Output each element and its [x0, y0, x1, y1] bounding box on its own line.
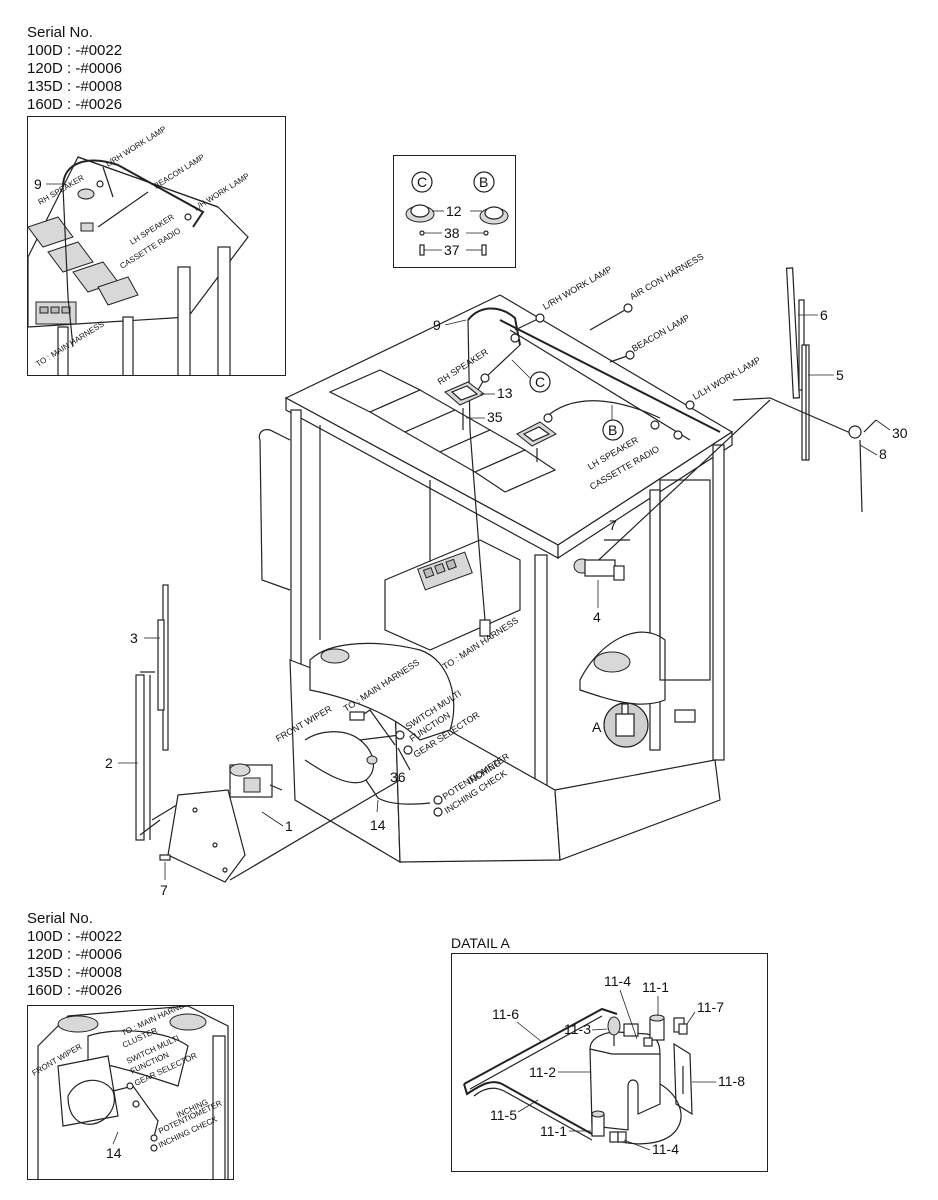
inset-roof-drawing: 9 L/RH WORK LAMP RH SPEAKER BEACON LAMP … — [28, 124, 251, 375]
callout-35: 35 — [487, 409, 503, 425]
callout-7-front: 7 — [160, 882, 168, 898]
callout-11-1-top: 11-1 — [642, 979, 669, 995]
detail-a-title: DATAIL A — [451, 935, 510, 951]
callout-38: 38 — [444, 225, 460, 241]
roof-panels — [328, 369, 557, 493]
serial-line: 120D : -#0006 — [27, 60, 123, 77]
callout-8: 8 — [879, 446, 887, 462]
speaker-lh — [516, 421, 557, 462]
marker-c-main: C — [535, 374, 545, 390]
rear-wiper-motor — [573, 539, 630, 581]
callout-6: 6 — [820, 307, 828, 323]
callout-7-rear: 7 — [609, 517, 617, 533]
callout-5: 5 — [836, 367, 844, 383]
front-wiper-motor — [159, 763, 401, 883]
callout-11-4-bottom: 11-4 — [652, 1141, 679, 1157]
callout-30: 30 — [892, 425, 908, 441]
serial-line: 135D : -#0008 — [27, 964, 123, 981]
serial-title: Serial No. — [27, 24, 93, 41]
inset-speaker-detail: C B 12 38 37 — [393, 155, 516, 268]
label-llh-work-lamp: L/LH WORK LAMP — [691, 355, 762, 402]
label-air-con-harness: AIR CON HARNESS — [628, 251, 705, 301]
lower-harness — [304, 709, 443, 817]
inset-speaker-drawing: C B 12 38 37 — [405, 171, 509, 258]
detail-a-drawing: 11-4 11-1 11-7 11-6 11-3 11-2 11-8 11-5 … — [463, 973, 745, 1157]
inset-roof-wiring: 9 L/RH WORK LAMP RH SPEAKER BEACON LAMP … — [27, 116, 286, 376]
callout-11-4-top: 11-4 — [604, 973, 631, 989]
serial-line: 135D : -#0008 — [27, 78, 123, 95]
callout-11-5: 11-5 — [490, 1107, 517, 1123]
inset-lower-harness: 14 FRONT WIPER TO : MAIN HARNESS CLUSTER… — [27, 1005, 234, 1180]
serial-line: 100D : -#0022 — [27, 928, 123, 945]
front-wiper — [135, 584, 186, 841]
label-lrh-work-lamp: L/RH WORK LAMP — [541, 264, 614, 312]
label-beacon-lamp: BEACON LAMP — [630, 313, 691, 354]
marker-b-main: B — [608, 422, 617, 438]
cab-pillars — [290, 409, 725, 791]
callout-11-6: 11-6 — [492, 1006, 519, 1022]
inset-lower-drawing: 14 FRONT WIPER TO : MAIN HARNESS CLUSTER… — [31, 1006, 229, 1179]
serial-line: 160D : -#0026 — [27, 96, 123, 113]
callout-11-1-bottom: 11-1 — [540, 1123, 567, 1139]
serial-title: Serial No. — [27, 910, 93, 927]
callout-11-7: 11-7 — [697, 999, 724, 1015]
callout-11-8: 11-8 — [718, 1073, 745, 1089]
callout-36: 36 — [390, 769, 406, 785]
marker-b: B — [479, 174, 488, 190]
callout-11-3: 11-3 — [564, 1021, 591, 1037]
callout-11-2: 11-2 — [529, 1064, 556, 1080]
callout-1: 1 — [285, 818, 293, 834]
callout-2: 2 — [105, 755, 113, 771]
serial-block-top: Serial No. 100D : -#0022 120D : -#0006 1… — [27, 24, 122, 114]
wire-connectors — [480, 303, 695, 440]
callout-14-inset: 14 — [106, 1145, 122, 1161]
callout-4: 4 — [593, 609, 601, 625]
callout-13: 13 — [497, 385, 513, 401]
serial-line: 160D : -#0026 — [27, 982, 123, 999]
rear-wiper — [587, 267, 877, 571]
speaker-rh — [444, 381, 485, 406]
callout-12: 12 — [446, 203, 462, 219]
detail-a-reference: A — [592, 702, 649, 748]
serial-line: 120D : -#0006 — [27, 946, 123, 963]
serial-block-bottom: Serial No. 100D : -#0022 120D : -#0006 1… — [27, 910, 122, 1000]
callout-37: 37 — [444, 242, 460, 258]
serial-line: 100D : -#0022 — [27, 42, 123, 59]
callout-3: 3 — [130, 630, 138, 646]
detail-a-panel: 11-4 11-1 11-7 11-6 11-3 11-2 11-8 11-5 … — [451, 953, 768, 1172]
callout-9: 9 — [34, 176, 42, 192]
callout-14: 14 — [370, 817, 386, 833]
marker-c: C — [417, 174, 427, 190]
roof-harness — [467, 307, 661, 621]
callout-9-main: 9 — [433, 317, 441, 333]
detail-a-label: A — [592, 719, 602, 735]
